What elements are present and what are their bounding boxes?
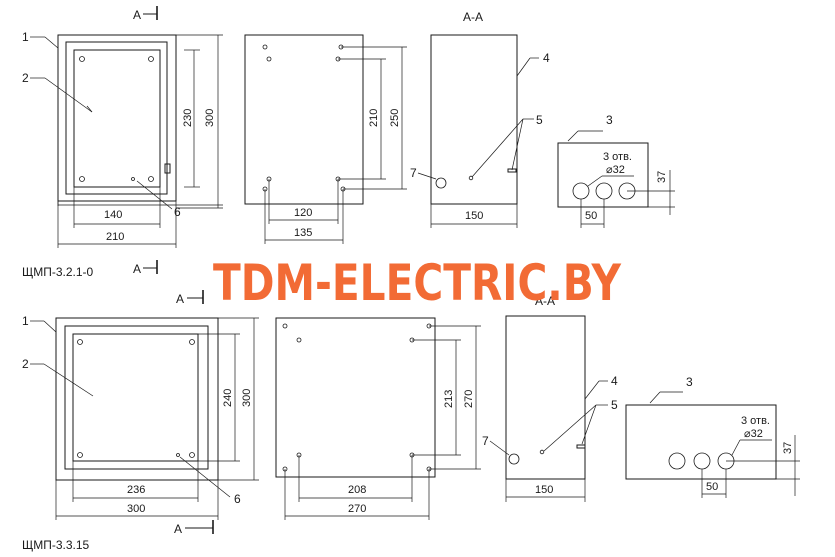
- holes-diameter: ⌀32: [744, 428, 763, 440]
- back-outline: [275, 317, 436, 478]
- callout-6: 6: [234, 492, 241, 506]
- dim-hole-spacing: 50: [585, 210, 597, 222]
- section-title: А-А: [535, 294, 555, 308]
- callout-7: 7: [482, 434, 489, 448]
- svg-text:А: А: [176, 292, 184, 306]
- enclosure-outline: [57, 34, 177, 202]
- dim-front-height: 300: [204, 109, 216, 127]
- callout-2: 2: [22, 71, 29, 85]
- dim-front-height: 300: [241, 389, 253, 407]
- dim-back-hole-height: 210: [368, 109, 380, 127]
- callout-1: 1: [22, 30, 29, 44]
- dim-inner-height: 230: [182, 109, 194, 127]
- dim-front-width: 300: [127, 503, 145, 515]
- bottom-outline: [625, 404, 777, 480]
- dim-front-width: 210: [106, 231, 124, 243]
- dim-hole-offset: 37: [782, 442, 794, 454]
- svg-text:А: А: [174, 522, 182, 536]
- dim-inner-height: 240: [222, 389, 234, 407]
- dim-back-height: 270: [463, 390, 475, 408]
- mounting-panel: [72, 333, 199, 462]
- enclosure-outline: [55, 317, 219, 481]
- side-outline: [505, 315, 586, 480]
- dim-side-depth: 150: [465, 210, 483, 222]
- dim-back-hole-width: 120: [294, 207, 312, 219]
- callout-3: 3: [606, 113, 613, 127]
- dim-back-hole-height: 213: [443, 390, 455, 408]
- bottom-outline: [557, 142, 649, 208]
- dim-inner-width: 140: [104, 209, 122, 221]
- back-view-2: 213 270 208 270: [275, 317, 481, 520]
- section-title: А-А: [463, 10, 483, 24]
- dim-hole-spacing: 50: [706, 481, 718, 493]
- dim-back-height: 250: [389, 109, 401, 127]
- callout-6: 6: [174, 205, 181, 219]
- callout-5: 5: [536, 113, 543, 127]
- callout-2: 2: [22, 357, 29, 371]
- callout-1: 1: [22, 314, 29, 328]
- dim-back-width: 270: [348, 503, 366, 515]
- back-outline: [244, 34, 364, 205]
- side-outline: [430, 34, 518, 205]
- bottom-view-2: 3 3 отв. ⌀32 50 37: [625, 375, 800, 498]
- door-frame: [65, 41, 168, 195]
- bottom-view-1: 3 3 отв. ⌀32 50 37: [557, 113, 675, 228]
- lock: [164, 163, 171, 174]
- svg-text:А: А: [133, 262, 141, 276]
- door-frame: [64, 325, 209, 470]
- section-mark-label: А: [133, 8, 141, 22]
- holes-note: 3 отв.: [603, 151, 632, 163]
- section-view-1: А-А 7 4 5 150: [410, 10, 550, 228]
- watermark-text: TDM-ELECTRIC.BY: [213, 254, 622, 312]
- section-mark-top-2: А: [176, 290, 204, 306]
- section-mark-bottom-1: А: [133, 260, 158, 276]
- callout-3: 3: [686, 375, 693, 389]
- front-view-1: 1 2 6 230 300 140 210: [22, 30, 223, 248]
- callout-4: 4: [543, 51, 550, 65]
- section-mark-top-1: А: [133, 6, 158, 22]
- dim-back-hole-width: 208: [348, 484, 366, 496]
- holes-note: 3 отв.: [741, 415, 770, 427]
- back-view-1: 210 250 120 135: [244, 34, 407, 244]
- callout-4: 4: [611, 374, 618, 388]
- callout-5: 5: [611, 398, 618, 412]
- dim-inner-width: 236: [127, 484, 145, 496]
- section-view-2: А-А 7 4 5 150: [482, 294, 618, 502]
- dim-back-width: 135: [294, 227, 312, 239]
- mounting-panel: [73, 49, 161, 188]
- callout-7: 7: [410, 166, 417, 180]
- front-view-2: 1 2 6 240 300 236 300: [22, 314, 259, 520]
- holes-diameter: ⌀32: [606, 164, 625, 176]
- model-name-2: ЩМП-3.3.15: [22, 538, 90, 552]
- dim-hole-offset: 37: [656, 171, 668, 183]
- model-name-1: ЩМП-3.2.1-0: [22, 265, 94, 279]
- dim-side-depth: 150: [535, 484, 553, 496]
- section-mark-bottom-2: А: [174, 520, 214, 536]
